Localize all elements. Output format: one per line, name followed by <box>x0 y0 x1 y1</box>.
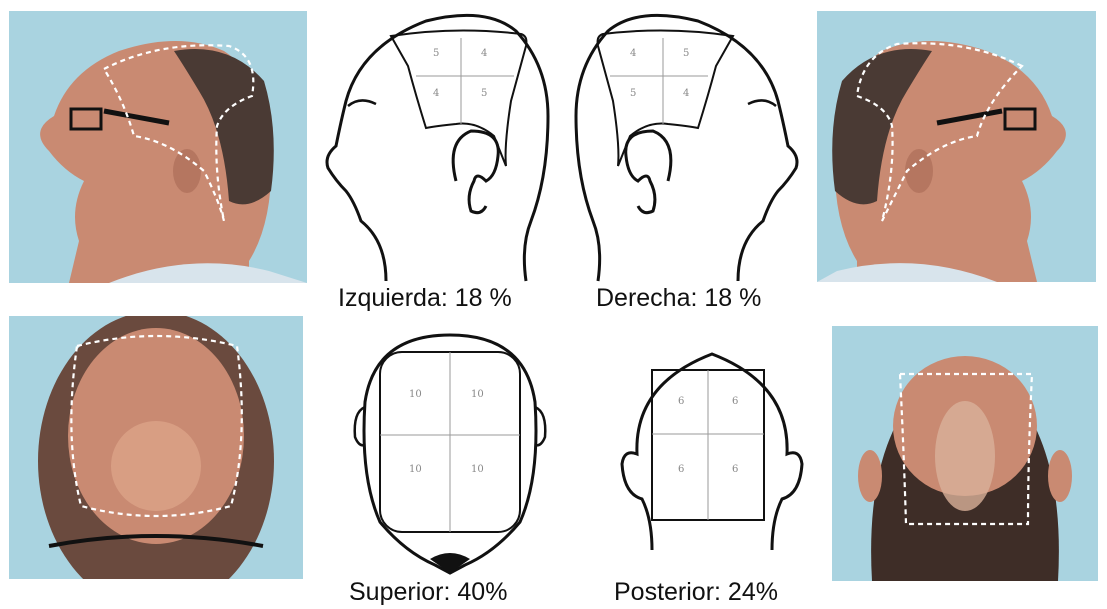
cell-value: 10 <box>409 389 422 400</box>
scalp-region <box>598 30 733 166</box>
cell-value: 6 <box>732 464 738 475</box>
cell-value: 6 <box>732 396 738 407</box>
caption-left: Izquierda: 18 % <box>338 284 512 313</box>
diagram-top-view: 10 10 10 10 <box>345 327 555 575</box>
cell-value: 5 <box>630 88 636 99</box>
cell-value: 5 <box>433 48 439 59</box>
diagram-left-side: 5 4 4 5 <box>316 6 556 282</box>
cell-value: 10 <box>471 389 484 400</box>
diagram-right-side: 4 5 5 4 <box>568 6 808 282</box>
cell-value: 5 <box>481 88 487 99</box>
cell-value: 6 <box>678 396 684 407</box>
cell-value: 5 <box>683 48 689 59</box>
photo-back-view <box>832 326 1098 581</box>
scalp-region <box>391 30 526 166</box>
diagram-back-view: 6 6 6 6 <box>612 344 812 550</box>
caption-right: Derecha: 18 % <box>596 284 761 313</box>
cell-value: 4 <box>683 88 689 99</box>
cell-value: 4 <box>630 48 636 59</box>
cell-value: 10 <box>471 464 484 475</box>
caption-top: Superior: 40% <box>349 578 507 607</box>
caption-back: Posterior: 24% <box>614 578 778 607</box>
cell-value: 10 <box>409 464 422 475</box>
photo-left-profile <box>9 11 307 283</box>
photo-top-view <box>9 316 303 579</box>
cell-value: 6 <box>678 464 684 475</box>
cell-value: 4 <box>481 48 487 59</box>
ear <box>626 131 671 213</box>
cell-value: 4 <box>433 88 439 99</box>
photo-right-profile <box>817 11 1096 282</box>
ear <box>453 131 498 213</box>
